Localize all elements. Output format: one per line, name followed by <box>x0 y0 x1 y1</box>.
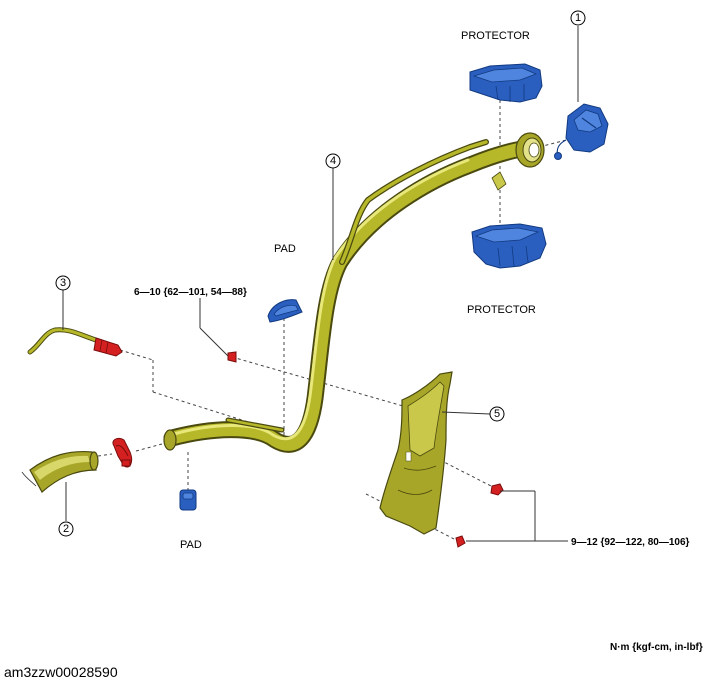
protector-lower <box>471 223 547 269</box>
svg-text:5: 5 <box>494 408 500 420</box>
svg-text:3: 3 <box>60 277 66 289</box>
svg-text:1: 1 <box>575 12 581 24</box>
bolt-upper <box>227 351 237 363</box>
svg-text:2: 2 <box>63 523 69 535</box>
leader-lines <box>62 26 579 542</box>
pad-lower <box>179 489 197 511</box>
pad-upper <box>267 299 303 323</box>
label-protector-bottom: PROTECTOR <box>467 304 536 316</box>
label-torque-lower: 9—12 {92—122, 80—106} <box>571 537 690 548</box>
bolt-right-upper <box>490 483 504 496</box>
hose-clamp <box>112 437 133 468</box>
label-pad-bottom: PAD <box>180 539 202 551</box>
label-protector-top: PROTECTOR <box>461 30 530 42</box>
protector-upper <box>469 63 543 103</box>
diagram-id: am3zzw00028590 <box>4 664 118 680</box>
callout-5: 5 <box>489 406 505 422</box>
heat-insulator <box>379 371 453 535</box>
filler-pipe <box>163 132 545 453</box>
svg-text:4: 4 <box>330 155 336 167</box>
fuel-filler-hose <box>21 450 99 493</box>
label-pad-top: PAD <box>274 243 296 255</box>
label-torque-upper: 6—10 {62—101, 54—88} <box>134 287 247 298</box>
callout-2: 2 <box>58 521 74 537</box>
callout-4: 4 <box>325 153 341 169</box>
bolt-right-lower <box>455 535 466 548</box>
callout-3: 3 <box>55 275 71 291</box>
fuel-cap <box>554 103 609 160</box>
breather-hose <box>27 327 123 357</box>
callout-1: 1 <box>570 10 586 26</box>
label-torque-units: N·m {kgf-cm, in-lbf} <box>610 642 703 653</box>
